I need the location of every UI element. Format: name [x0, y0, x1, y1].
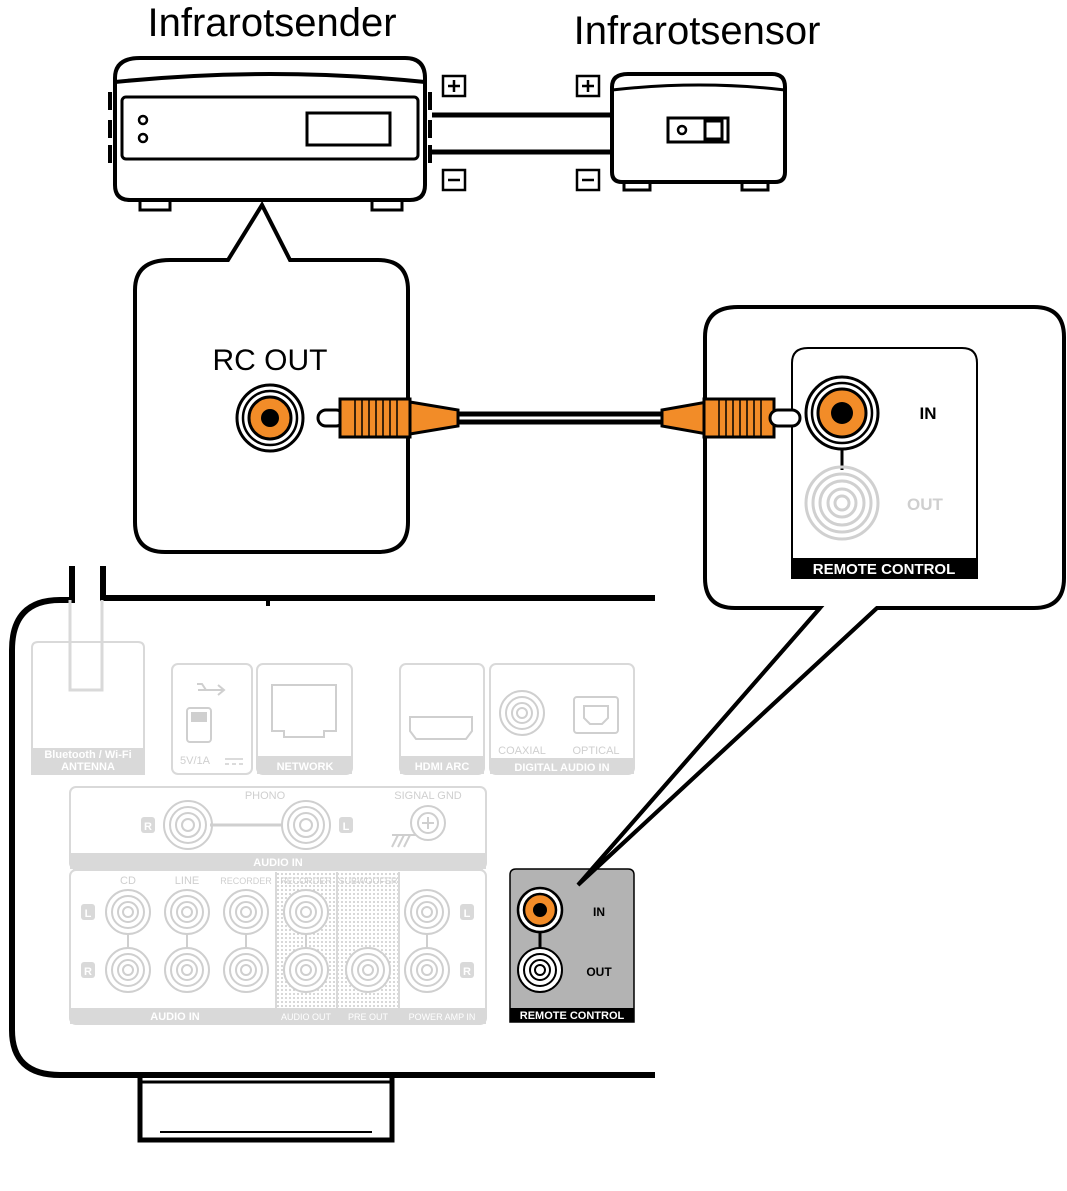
- remote-in-label: IN: [593, 905, 605, 919]
- phono-l-label: L: [343, 821, 350, 833]
- ir-transmitter-title: Infrarotsender: [147, 1, 396, 45]
- subwoofer-label: SUBWOOFER: [338, 876, 398, 886]
- rc-out-jack: [235, 383, 305, 453]
- analog-l-right-label: L: [464, 908, 471, 920]
- signal-gnd-label: SIGNAL GND: [394, 790, 461, 802]
- rc-out-callout: [133, 200, 410, 554]
- remote-out-zoom-label: OUT: [907, 495, 944, 514]
- analog-r-right-label: R: [463, 966, 471, 978]
- rc-out-label: RC OUT: [213, 344, 328, 377]
- recorder-out-label: RECORDER: [280, 876, 332, 886]
- coaxial-label: COAXIAL: [498, 745, 546, 757]
- ir-sensor-device: [610, 72, 787, 192]
- transmitter-polarity-marks: [441, 74, 467, 192]
- remote-control-panel-zoom: REMOTE CONTROL IN OUT: [791, 347, 978, 579]
- digital-audio-in-label: DIGITAL AUDIO IN: [514, 762, 609, 774]
- audio-in-bottom-label: AUDIO IN: [150, 1011, 200, 1023]
- callout-pointer: [576, 606, 879, 887]
- phono-label: PHONO: [245, 790, 286, 802]
- usb-port: 5V/1A: [171, 663, 253, 775]
- remote-in-jack-zoom: [804, 375, 880, 451]
- ir-transmitter-device: [108, 56, 432, 212]
- antenna-label-2: ANTENNA: [61, 761, 115, 773]
- rca-plug-left: [316, 397, 460, 439]
- analog-io-block: CD LINE RECORDER RECORDER SUBWOOFER L R …: [69, 869, 487, 1025]
- antenna-terminal: Bluetooth / Wi-Fi ANTENNA: [31, 600, 145, 775]
- sensor-wires: [432, 112, 612, 155]
- remote-out-label: OUT: [586, 965, 612, 979]
- phono-r-label: R: [144, 821, 152, 833]
- analog-r-left-label: R: [84, 966, 92, 978]
- power-amp-in-label: POWER AMP IN: [409, 1012, 476, 1022]
- remote-in-zoom-label: IN: [920, 404, 937, 423]
- network-port: NETWORK: [256, 663, 353, 775]
- hdmi-arc-port: HDMI ARC: [399, 663, 485, 775]
- hdmi-arc-label: HDMI ARC: [415, 761, 470, 773]
- remote-out-jack-zoom: [804, 465, 880, 541]
- remote-out-jack: [517, 947, 563, 993]
- line-label: LINE: [175, 875, 199, 887]
- ir-sensor-title: Infrarotsensor: [574, 9, 821, 53]
- audio-out-label: AUDIO OUT: [281, 1012, 332, 1022]
- pre-out-label: PRE OUT: [348, 1012, 389, 1022]
- remote-in-jack: [516, 886, 564, 934]
- rca-plug-right: [660, 397, 802, 439]
- audio-in-top-label: AUDIO IN: [253, 857, 303, 869]
- receiver-chassis: [9, 566, 655, 1143]
- sensor-polarity-marks: [575, 74, 601, 192]
- optical-label: OPTICAL: [572, 745, 619, 757]
- remote-control-zoom-label: REMOTE CONTROL: [813, 561, 956, 578]
- recorder-in-label: RECORDER: [220, 876, 272, 886]
- digital-audio-in: COAXIAL OPTICAL DIGITAL AUDIO IN: [489, 663, 635, 775]
- rca-cable: [316, 397, 802, 439]
- usb-rating: 5V/1A: [180, 755, 211, 767]
- remote-control-terminal: REMOTE CONTROL IN OUT: [509, 868, 635, 1023]
- phono-input: PHONO SIGNAL GND R L AUDIO IN: [69, 786, 487, 870]
- network-label: NETWORK: [277, 761, 334, 773]
- analog-l-left-label: L: [85, 908, 92, 920]
- remote-control-terminal-label: REMOTE CONTROL: [520, 1010, 625, 1022]
- cd-label: CD: [120, 875, 136, 887]
- antenna-label-1: Bluetooth / Wi-Fi: [44, 749, 131, 761]
